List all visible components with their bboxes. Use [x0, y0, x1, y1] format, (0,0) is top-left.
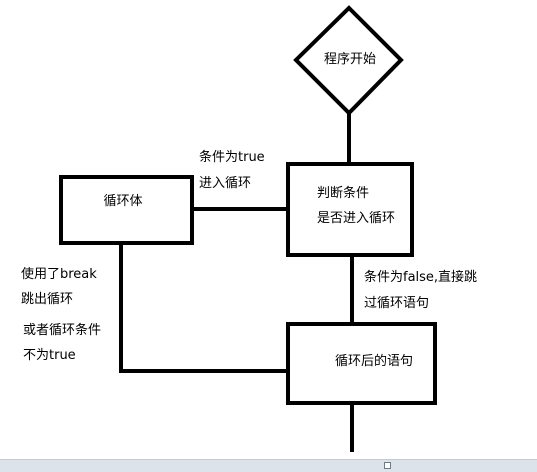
after-loop-label: 循环后的语句 [334, 354, 414, 369]
condition-box [286, 162, 414, 257]
after-loop-box [286, 322, 437, 405]
true-annotation-line2: 进入循环 [199, 176, 252, 191]
true-annotation-line1: 条件为true [199, 150, 265, 165]
or-annotation-line2: 不为true [23, 348, 76, 363]
loop-body-box [59, 175, 194, 245]
start-label: 程序开始 [323, 52, 377, 67]
connector-body-to-after [119, 243, 288, 373]
or-annotation-line1: 或者循环条件 [23, 323, 102, 338]
break-annotation-line2: 跳出循环 [21, 292, 74, 307]
loop-body-label: 循环体 [103, 194, 143, 209]
condition-label-line2: 是否进入循环 [317, 211, 396, 226]
false-annotation-line2: 过循环语句 [364, 296, 430, 311]
condition-label-line1: 判断条件 [317, 186, 370, 201]
false-annotation-line1: 条件为false,直接跳 [364, 270, 478, 285]
break-annotation-line1: 使用了break [21, 267, 97, 282]
status-bar [0, 459, 537, 472]
resize-handle[interactable] [384, 462, 391, 469]
